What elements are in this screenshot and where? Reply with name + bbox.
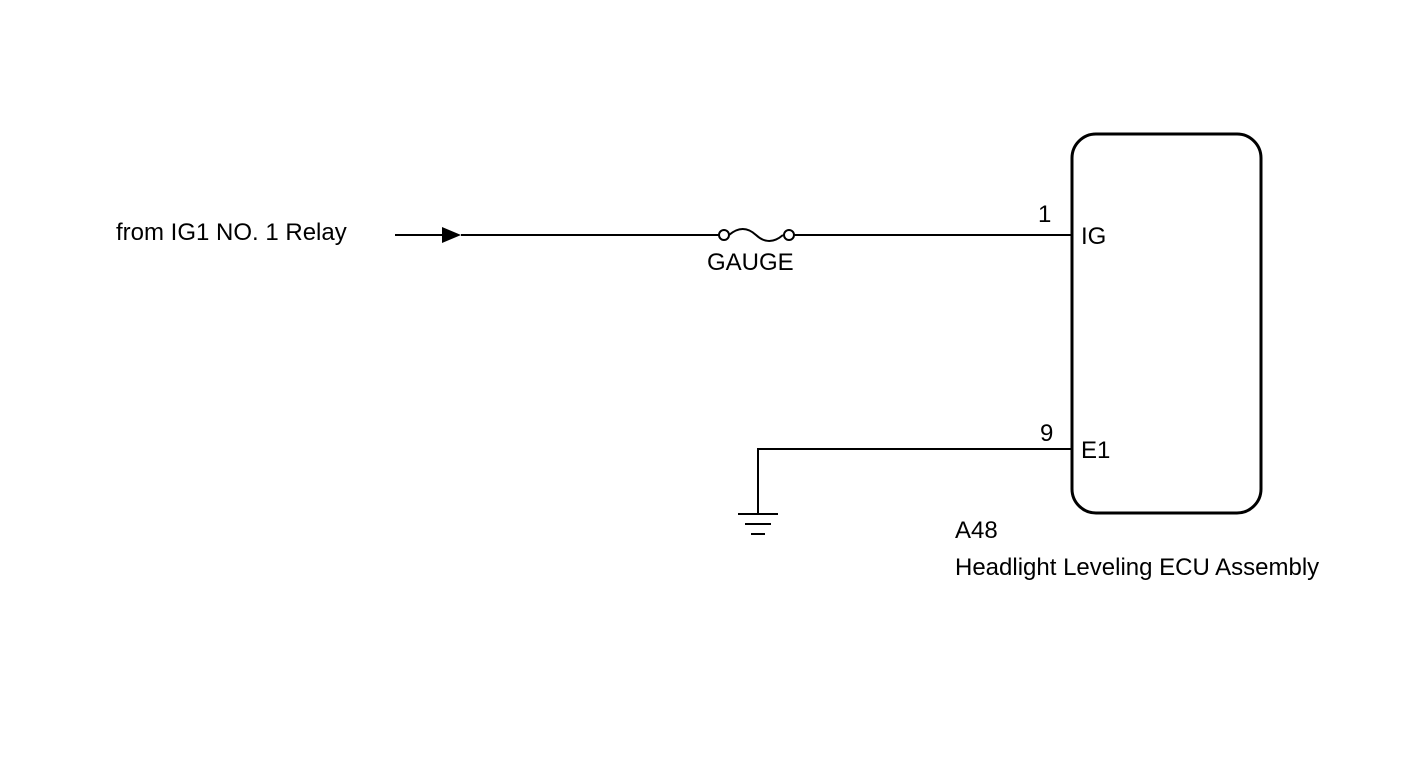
- source-label: from IG1 NO. 1 Relay: [116, 219, 347, 246]
- ecu-name: Headlight Leveling ECU Assembly: [955, 554, 1319, 581]
- pin-name-e1: E1: [1081, 437, 1110, 464]
- pin-number-1: 1: [1038, 201, 1051, 228]
- pin-name-ig: IG: [1081, 223, 1106, 250]
- fuse-symbol: [718, 228, 795, 242]
- connector-code: A48: [955, 517, 998, 544]
- ground-wire: [757, 448, 1073, 514]
- fuse-label: GAUGE: [707, 249, 794, 276]
- source-arrow: [395, 227, 461, 243]
- ecu-box: [1070, 132, 1263, 515]
- ground-icon: [738, 513, 778, 535]
- pin-number-9: 9: [1040, 420, 1053, 447]
